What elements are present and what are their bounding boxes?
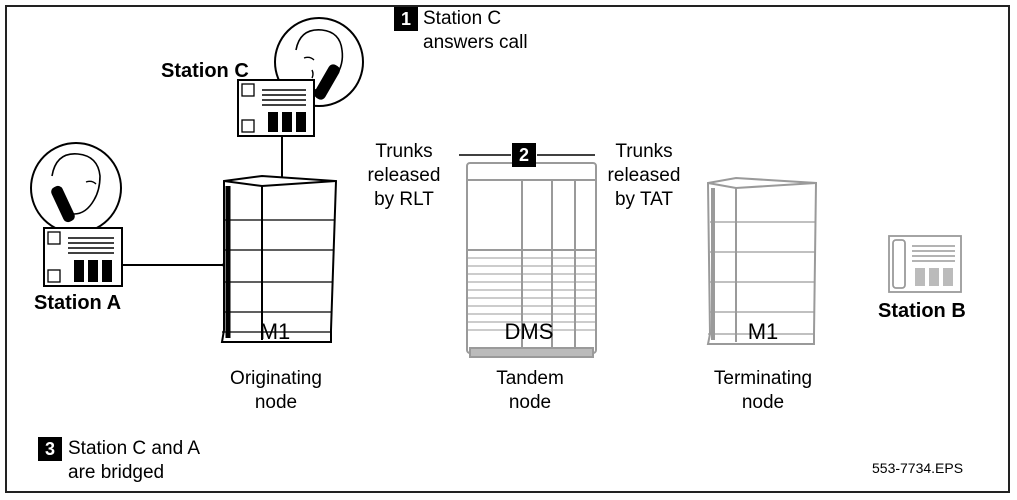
station-c-label: Station C [161, 60, 249, 82]
originating-switch-label: M1 [259, 319, 291, 344]
tandem-switch-label: DMS [504, 319, 554, 344]
trunks-left-line2: released [367, 165, 441, 186]
trunks-right-line2: released [607, 165, 681, 186]
trunks-right-line3: by TAT [614, 189, 674, 210]
step-2-badge: 2 [512, 143, 536, 167]
step-3-text-line1: Station C and A [68, 438, 201, 459]
step-1-text-line2: answers call [423, 32, 528, 53]
tandem-node-line2: node [508, 392, 552, 413]
trunks-right-line1: Trunks [615, 141, 673, 162]
step-3-badge: 3 [38, 437, 62, 461]
station-c-phone-icon [237, 79, 315, 137]
station-b-phone-icon [888, 235, 962, 293]
file-id-label: 553-7734.EPS [872, 460, 964, 476]
terminating-switch-cabinet-icon [706, 176, 818, 345]
trunks-left-line1: Trunks [375, 141, 433, 162]
step-3-text-line2: are bridged [68, 462, 165, 483]
originating-switch-cabinet-icon [220, 174, 338, 343]
station-a-phone-icon [43, 227, 123, 287]
step-1-badge: 1 [394, 7, 418, 31]
terminating-switch-label: M1 [747, 319, 779, 344]
diagram-border [5, 5, 1010, 493]
step-1-text-line1: Station C [423, 8, 502, 29]
station-c-person-icon [274, 17, 364, 107]
tandem-node-line1: Tandem [496, 368, 564, 389]
tandem-switch-cabinet-icon [466, 162, 597, 358]
terminating-node-line1: Terminating [713, 368, 813, 389]
originating-node-line2: node [254, 392, 298, 413]
originating-node-line1: Originating [230, 368, 322, 389]
terminating-node-line2: node [741, 392, 785, 413]
station-a-person-icon [30, 142, 122, 234]
station-a-label: Station A [34, 292, 122, 314]
trunks-left-line3: by RLT [374, 189, 434, 210]
station-b-label: Station B [878, 300, 966, 322]
